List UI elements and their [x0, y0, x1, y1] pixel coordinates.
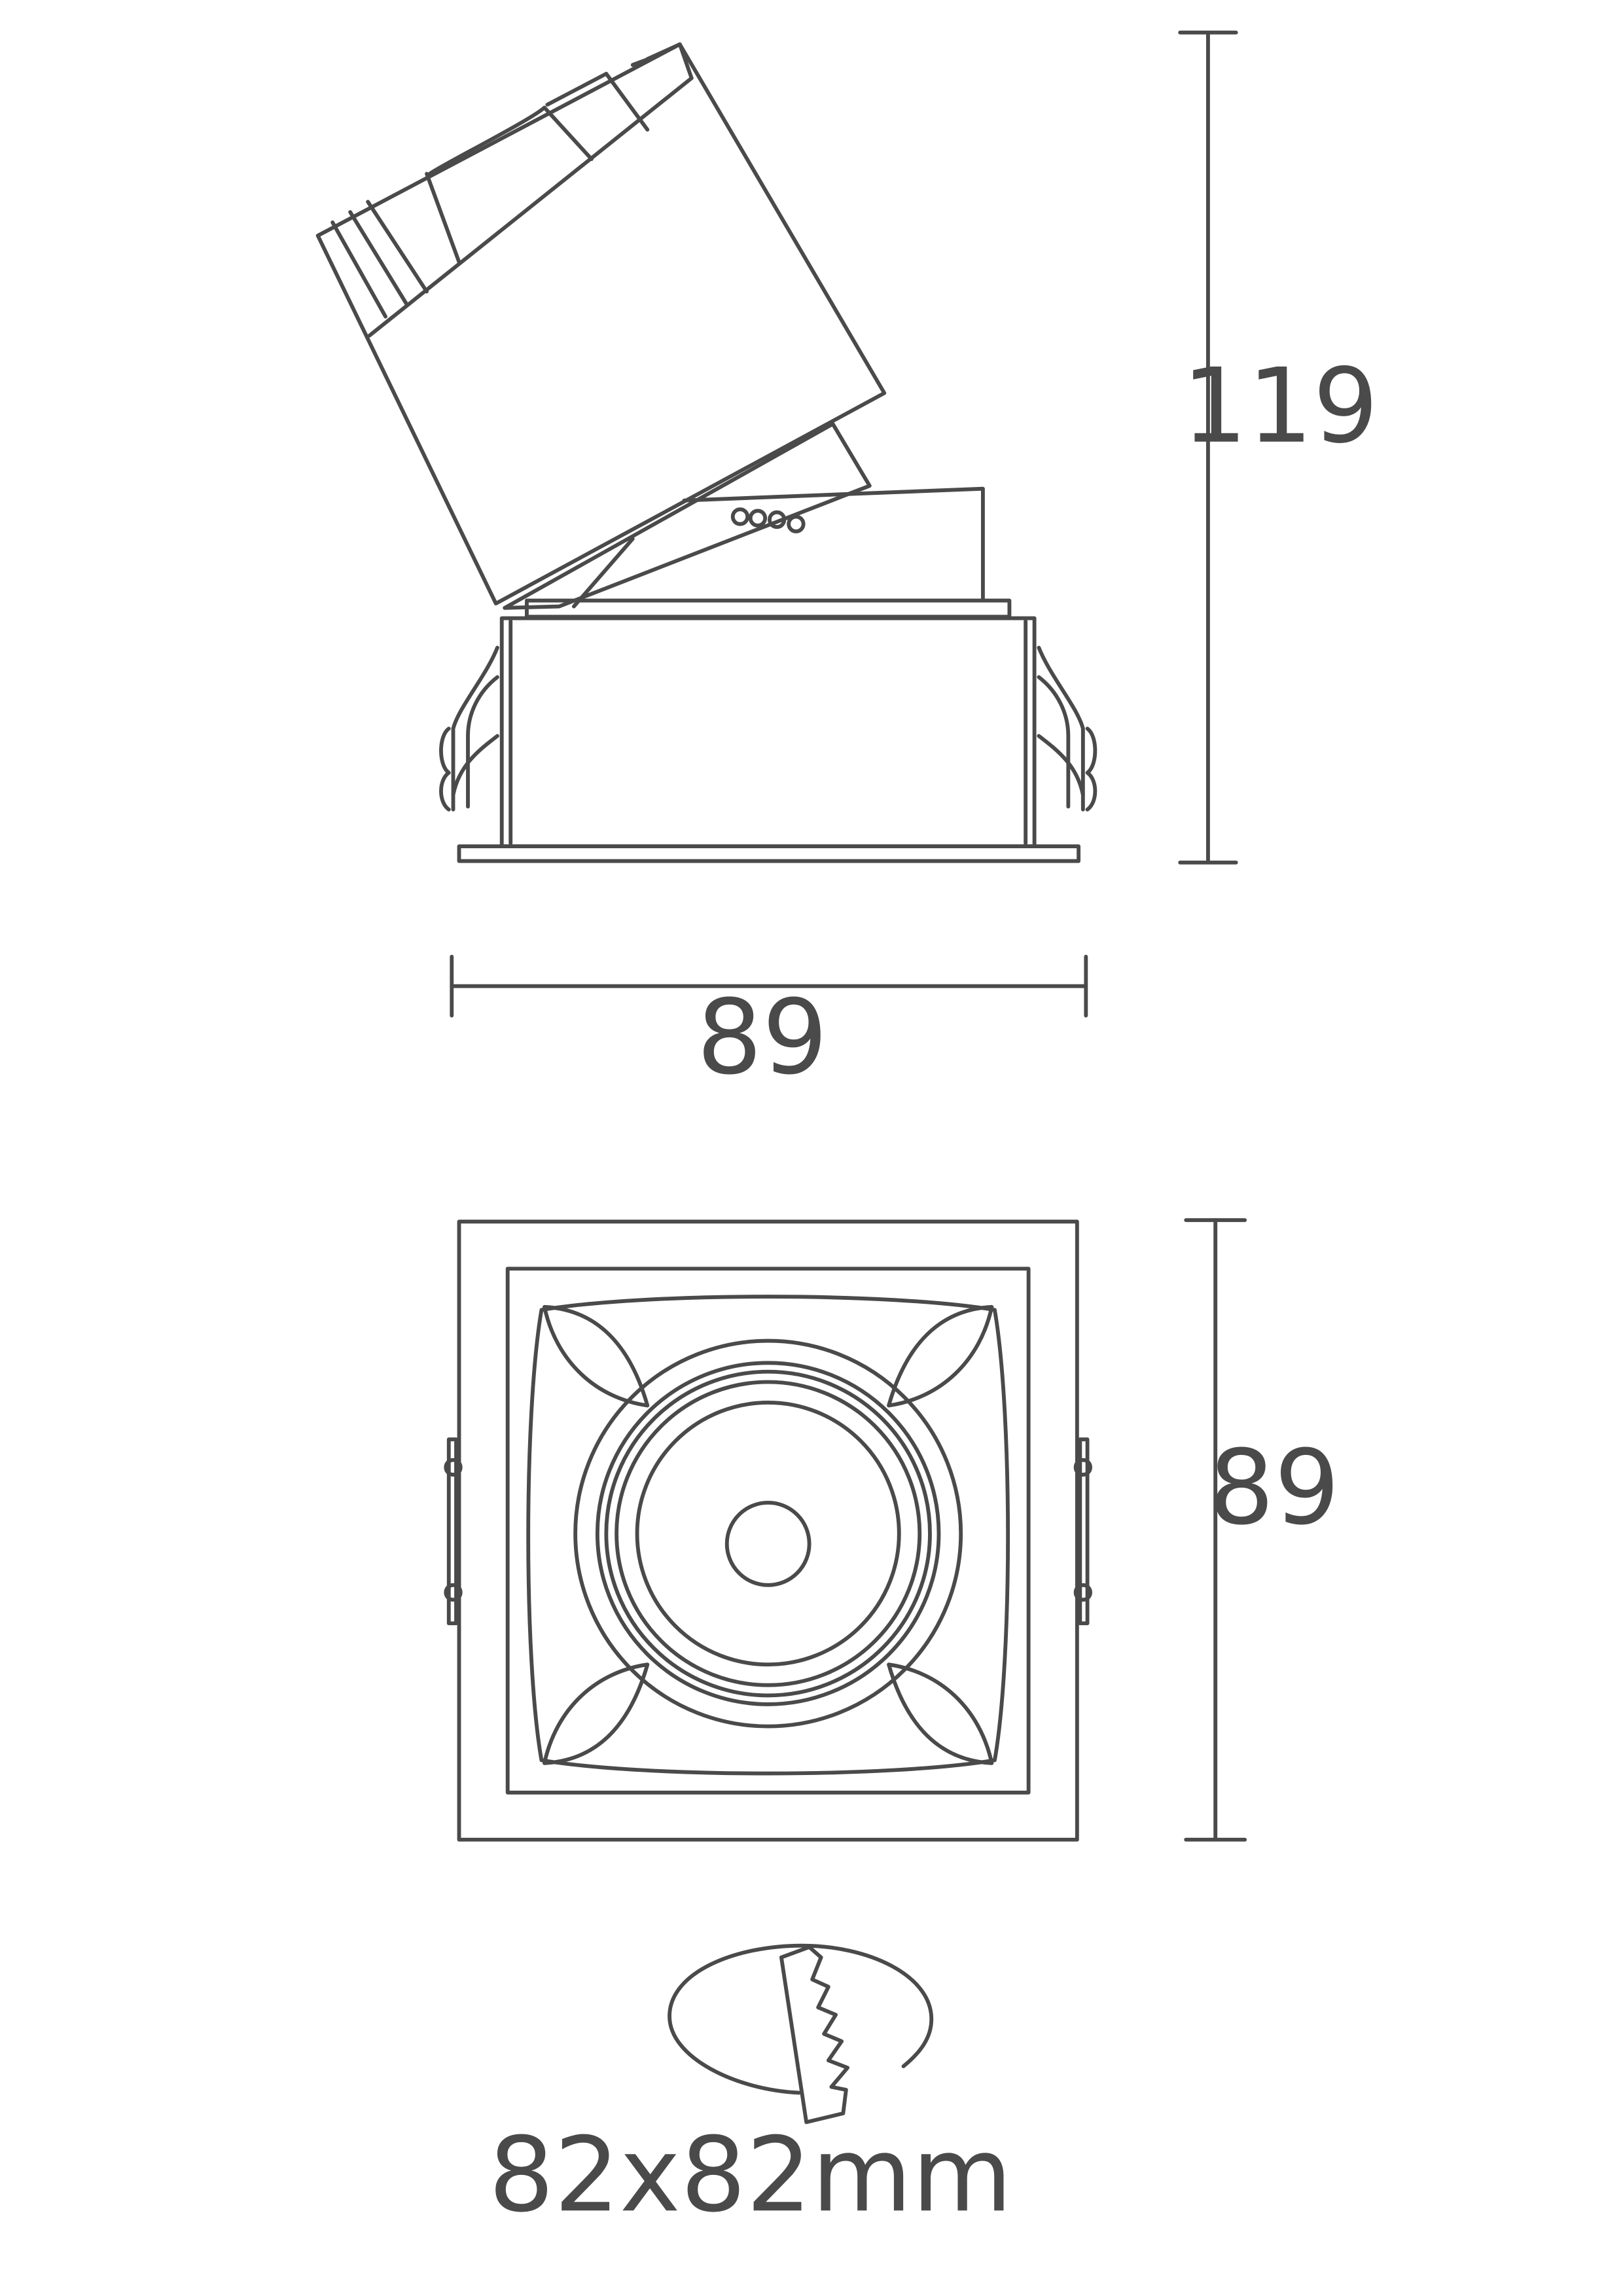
spring-clip-right — [1037, 645, 1097, 812]
height-label: 119 — [1182, 347, 1378, 467]
driver-box — [525, 486, 1012, 619]
spring-clip-left — [439, 645, 499, 812]
housing — [457, 616, 1081, 863]
pivot-arm — [503, 422, 872, 610]
side-view — [315, 42, 1097, 863]
width-label: 89 — [697, 978, 828, 1098]
saw-cutout-icon — [668, 1943, 934, 2125]
height-dimension — [1178, 30, 1238, 865]
front-view — [444, 1219, 1092, 1842]
cutout-label: 82x82mm — [489, 2115, 1012, 2235]
width-dimension — [450, 954, 1088, 1018]
front-height-label: 89 — [1209, 1428, 1340, 1548]
tilted-lamp-head — [315, 42, 887, 606]
front-height-dimension — [1184, 1218, 1247, 1842]
